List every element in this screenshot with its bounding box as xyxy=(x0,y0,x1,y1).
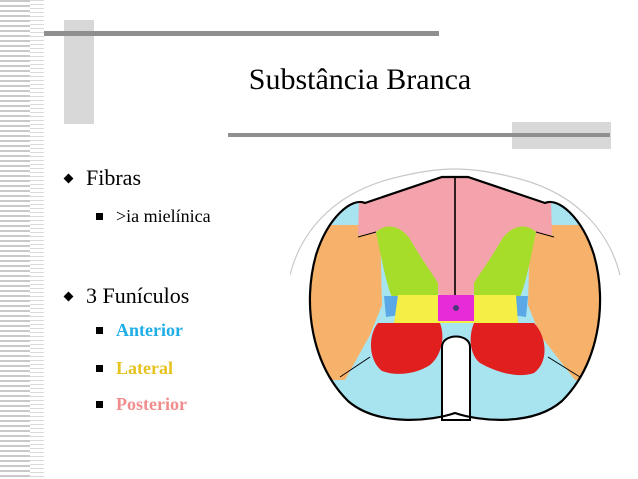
central-canal xyxy=(453,305,459,311)
sub-bullet-posterior: Posterior xyxy=(96,394,187,415)
posterior-horn-left xyxy=(376,226,438,299)
lateral-funiculus-right xyxy=(528,225,601,380)
square-bullet-icon xyxy=(96,365,103,372)
posterior-horn-right xyxy=(474,226,536,299)
anterior-fissure xyxy=(441,335,471,421)
anterior-horn-right xyxy=(470,323,545,376)
spinal-cord-diagram xyxy=(290,168,621,421)
bullet-fibras: Fibras xyxy=(62,165,141,191)
sub-bullet-anterior: Anterior xyxy=(96,320,183,341)
top-decoration-block xyxy=(64,20,94,124)
sub-bullet-lateral: Lateral xyxy=(96,358,173,379)
sub-bullet-lateral-label: Lateral xyxy=(116,358,173,378)
bullet-fibras-label: Fibras xyxy=(86,165,141,190)
anterior-horn-left xyxy=(370,323,443,374)
diamond-bullet-icon xyxy=(63,173,74,183)
left-stripe-decoration xyxy=(0,0,44,479)
sub-bullet-posterior-label: Posterior xyxy=(116,394,187,414)
right-decoration-line xyxy=(228,133,610,137)
sub-bullet-mielinica: >ia mielínica xyxy=(96,206,211,227)
square-bullet-icon xyxy=(96,213,103,220)
lateral-anterior-boundary xyxy=(339,356,581,378)
square-bullet-icon xyxy=(96,327,103,334)
bullet-funiculos: 3 Funículos xyxy=(62,283,189,309)
top-decoration-line xyxy=(44,31,439,36)
sub-bullet-mielinica-label: >ia mielínica xyxy=(116,206,211,226)
square-bullet-icon xyxy=(96,401,103,408)
posterior-lateral-boundary xyxy=(357,231,555,238)
sub-bullet-anterior-label: Anterior xyxy=(116,320,183,340)
cord-outline xyxy=(308,175,602,421)
bullet-funiculos-label: 3 Funículos xyxy=(86,283,190,308)
slide-title: Substância Branca xyxy=(248,63,472,96)
outer-contour xyxy=(290,168,621,276)
diamond-bullet-icon xyxy=(63,291,74,301)
